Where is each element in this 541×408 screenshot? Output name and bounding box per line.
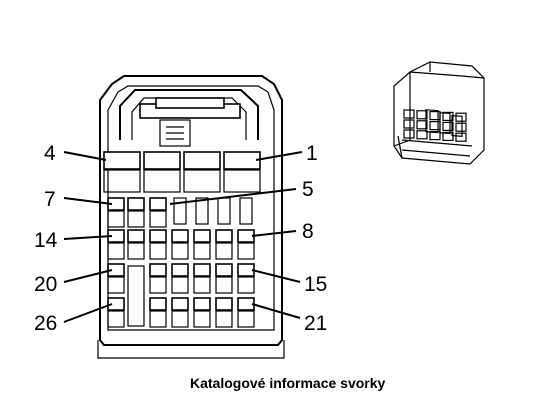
pin-cavity-body: [215, 242, 233, 260]
pin-cavity-body: [127, 210, 145, 228]
iso-cavity: [429, 120, 441, 131]
pin-cavity-body: [237, 310, 255, 328]
iso-cavity: [416, 130, 428, 140]
pin-label-5: 5: [302, 178, 314, 201]
pin-cavity: [171, 229, 189, 243]
diagram-caption: Katalogové informace svorky: [190, 375, 386, 391]
iso-cavity: [416, 110, 428, 120]
iso-cavity: [403, 109, 415, 119]
pin-label-15: 15: [304, 273, 327, 296]
housing-outline: [99, 75, 283, 346]
pin-cavity: [127, 229, 145, 243]
iso-cavity: [442, 111, 454, 122]
pin-cavity-body: [215, 310, 233, 328]
pin-labels: 4 1 7 5 14 8 20 15 26 21: [34, 142, 327, 335]
cavity-grid: [107, 197, 255, 328]
iso-cavity: [416, 120, 428, 130]
pin-label-20: 20: [34, 273, 57, 296]
latch: [119, 89, 259, 147]
pin-cavity-body: [193, 310, 211, 328]
pin-cavity: [215, 263, 233, 277]
iso-cavity: [429, 110, 441, 121]
pin-cavity: [171, 263, 189, 277]
iso-cavity: [429, 131, 441, 141]
pin-cavity: [237, 297, 255, 311]
pin-cavity-body: [171, 242, 189, 260]
pin-cavity-body: [107, 210, 125, 228]
iso-cavity: [455, 112, 467, 122]
pin-label-21: 21: [304, 312, 327, 335]
pin-cavity-body: [107, 276, 125, 294]
iso-cavity: [442, 121, 454, 132]
open-slot: [195, 197, 209, 225]
pin-cavity-body: [171, 310, 189, 328]
iso-cavity: [455, 132, 467, 142]
top-row-cavities: [103, 151, 261, 193]
iso-cavity: [403, 129, 415, 139]
pin-cavity-body: [149, 242, 167, 260]
pin-cavity-body: [193, 276, 211, 294]
pin-cavity: [171, 297, 189, 311]
pin-cavity: [215, 297, 233, 311]
pin-cavity: [149, 297, 167, 311]
pin-cavity: [127, 197, 145, 211]
pin-cavity-body: [237, 242, 255, 260]
leader-lines: [63, 151, 303, 323]
iso-cavity: [403, 119, 415, 129]
pin-cavity: [215, 229, 233, 243]
open-slot: [173, 197, 187, 225]
pin-cavity-body: [107, 310, 125, 328]
divider-bar: [127, 265, 145, 327]
pin-cavity-body: [193, 242, 211, 260]
iso-cavity: [442, 131, 454, 141]
pin-cavity-body: [149, 210, 167, 228]
open-slot: [217, 197, 231, 225]
connector-face: [97, 75, 285, 359]
open-slot: [239, 197, 253, 225]
pin-cavity: [193, 263, 211, 277]
pin-label-4: 4: [44, 142, 56, 165]
housing-bottom-lip: [97, 340, 285, 359]
pin-cavity: [149, 197, 167, 211]
connector-isometric-view: [393, 61, 485, 165]
pin-cavity: [193, 229, 211, 243]
pin-cavity-body: [237, 276, 255, 294]
pin-label-7: 7: [44, 188, 56, 211]
pin-label-8: 8: [302, 220, 314, 243]
pin-cavity: [107, 297, 125, 311]
pin-cavity: [149, 229, 167, 243]
pin-cavity: [237, 229, 255, 243]
pin-cavity-body: [149, 276, 167, 294]
pin-label-26: 26: [34, 312, 57, 335]
pin-label-1: 1: [306, 142, 318, 165]
pin-cavity-body: [171, 276, 189, 294]
pin-cavity-body: [107, 242, 125, 260]
iso-cavity: [455, 122, 467, 132]
pin-label-14: 14: [34, 229, 58, 252]
pin-cavity-body: [149, 310, 167, 328]
pin-cavity: [237, 263, 255, 277]
pin-cavity-body: [127, 242, 145, 260]
housing-inner: [107, 85, 275, 331]
pin-cavity: [149, 263, 167, 277]
pin-cavity-body: [215, 276, 233, 294]
pin-cavity: [193, 297, 211, 311]
